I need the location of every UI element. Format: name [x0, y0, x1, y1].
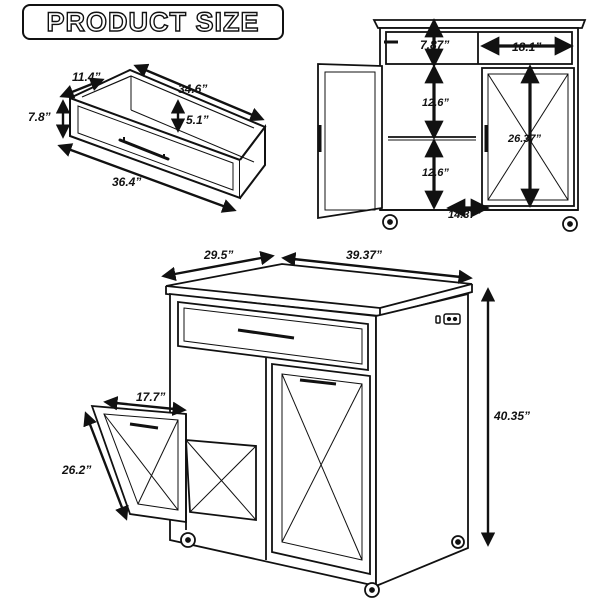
caster-wheel-icon: [382, 214, 578, 232]
bin-height-label: 26.2”: [61, 463, 91, 477]
main-height-label: 40.35”: [493, 409, 530, 423]
caster-wheel-icon: [180, 532, 465, 598]
title-banner: PRODUCT SIZE: [22, 4, 284, 40]
front-shelf-lower-label: 12.6”: [422, 167, 449, 179]
handle-icon: [318, 40, 488, 152]
page-title: PRODUCT SIZE: [46, 6, 260, 37]
front-drawer-width-label: 18.1”: [512, 40, 541, 54]
front-door-height-label: 26.37”: [507, 133, 542, 145]
front-drawer-height-label: 7.87”: [420, 38, 449, 52]
main-depth-label: 29.5”: [203, 248, 233, 262]
front-shelf-upper-label: 12.6”: [422, 97, 449, 109]
cabinet-main-illustration: [90, 263, 473, 588]
cabinet-front-illustration: [317, 19, 587, 220]
drawer-length-bottom-label: 36.4”: [112, 175, 141, 189]
dimension-arrow-icon: [424, 18, 574, 218]
dimension-arrow-icon: [83, 251, 496, 547]
drawer-depth-label: 11.4”: [72, 70, 100, 84]
bin-width-label: 17.7”: [136, 390, 165, 404]
handle-icon: [129, 328, 337, 430]
main-width-label: 39.37”: [346, 248, 382, 262]
drawer-height-label: 7.8”: [28, 110, 51, 124]
power-outlet-icon: [435, 313, 461, 325]
dimension-arrow-icon: [55, 63, 265, 213]
drawer-illustration: [69, 68, 267, 200]
drawer-inner-height-label: 5.1”: [186, 113, 209, 127]
drawer-length-top-label: 34.6”: [178, 82, 207, 96]
front-shelf-width-label: 14.37”: [448, 209, 482, 221]
